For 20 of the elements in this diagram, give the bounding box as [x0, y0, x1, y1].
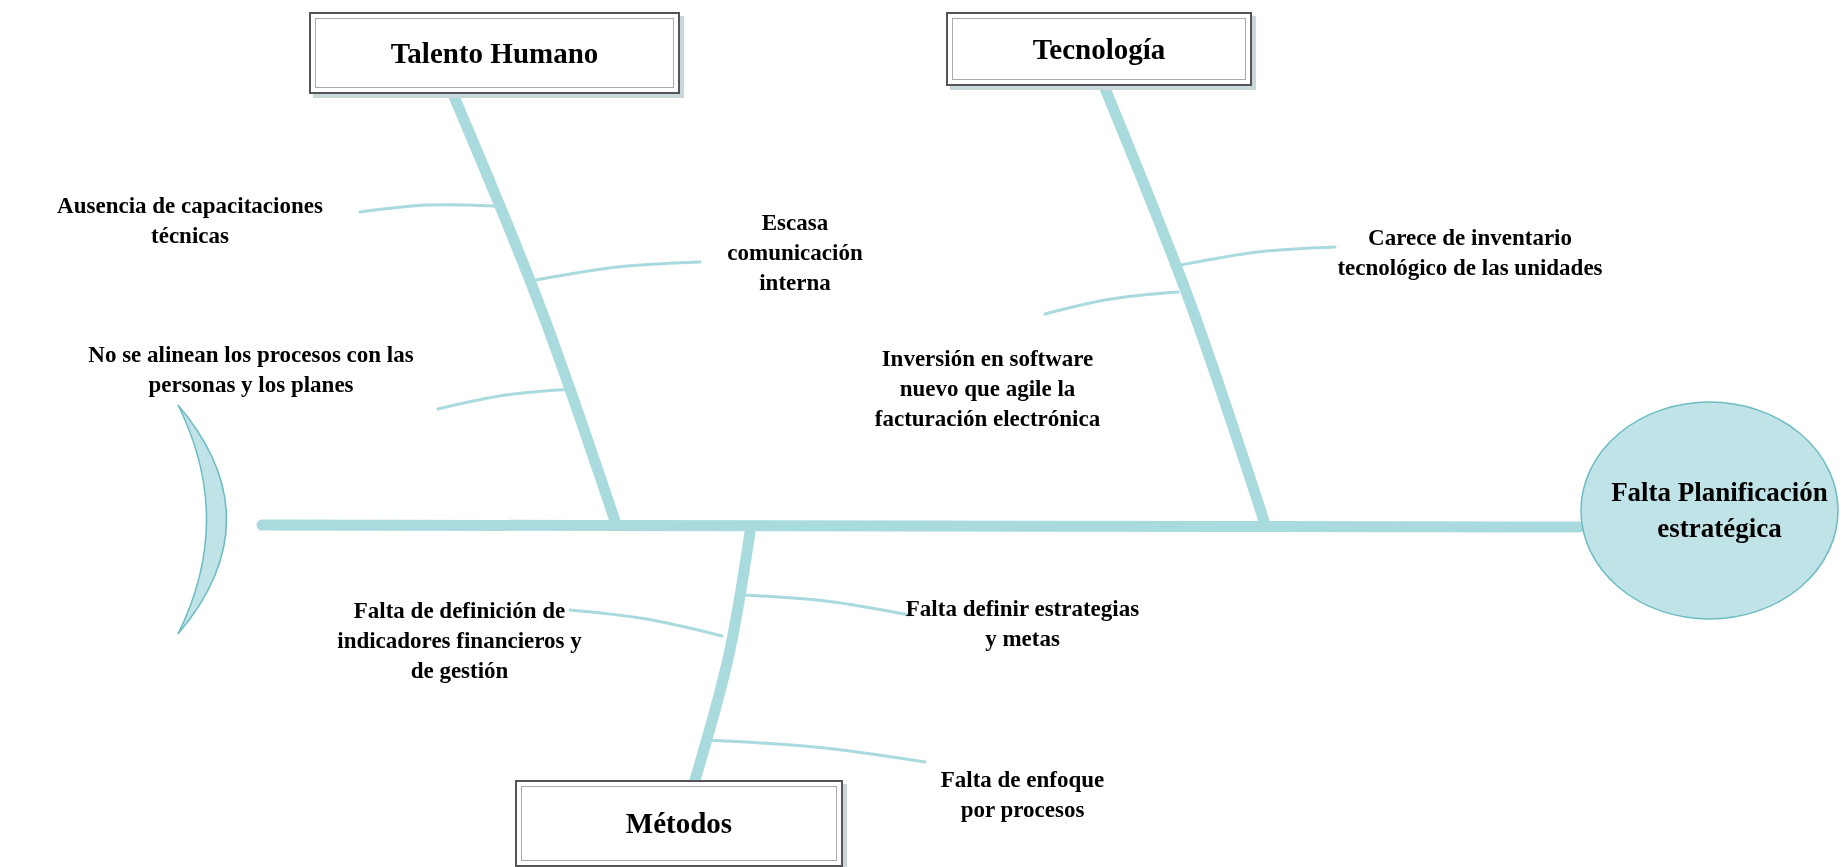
- category-title: Tecnología: [1032, 32, 1166, 66]
- cause-text: Ausencia de capacitaciones técnicas: [56, 192, 324, 250]
- effect-ellipse: [1579, 400, 1840, 621]
- cause-text: No se alinean los procesos con las personas y los planes: [87, 341, 415, 399]
- rib-line: [436, 387, 576, 411]
- rib-line: [1043, 290, 1180, 316]
- rib-line: [1179, 245, 1337, 267]
- rib-line: [568, 608, 724, 638]
- cause-text: Falta definir estrategias y metas: [905, 595, 1140, 653]
- category-title: Métodos: [625, 807, 733, 840]
- fish-spine: [256, 519, 1585, 533]
- cause-text: Falta de definición de indicadores financieros y de gestión: [336, 597, 583, 685]
- category-title: Talento Humano: [390, 36, 599, 70]
- cause-text: Carece de inventario tecnológico de las unidades: [1336, 224, 1604, 282]
- cause-text: Falta de enfoque por procesos: [939, 766, 1106, 824]
- cause-text: Inversión en software nuevo que agile la facturación electrónica: [873, 345, 1102, 433]
- effect-text: Falta Planificación estratégica: [1610, 476, 1829, 545]
- rib-line: [358, 203, 497, 214]
- cause-text: Escasa comunicación interna: [726, 209, 864, 297]
- rib-line: [534, 260, 702, 282]
